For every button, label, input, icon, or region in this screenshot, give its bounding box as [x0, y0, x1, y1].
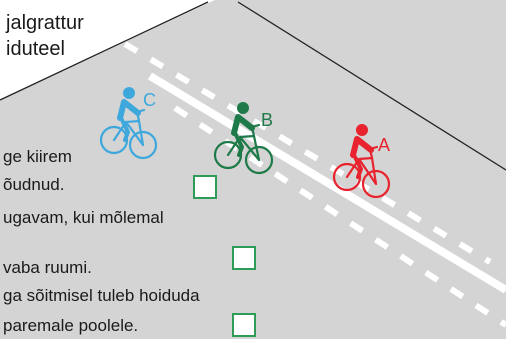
statement-3-line-1: ga sõitmisel tuleb hoiduda: [3, 286, 200, 305]
statement-1-line-1: ge kiirem: [3, 147, 72, 166]
lane-dash-left: [123, 41, 492, 265]
cyclist-a-label: A: [378, 135, 391, 155]
statement-3-checkbox[interactable]: [232, 313, 256, 337]
cyclist-b-label: B: [261, 110, 274, 130]
cyclist-a-figure: [332, 124, 391, 199]
cyclist-c-label: C: [143, 90, 156, 110]
statement-1-checkbox[interactable]: [193, 175, 217, 199]
cyclist-c-figure: [99, 87, 158, 160]
cyclist-b-figure: [213, 102, 274, 175]
statement-2-line-1: ugavam, kui mõlemal: [3, 208, 164, 227]
title-line-2: iduteel: [6, 38, 65, 60]
statement-2-checkbox[interactable]: [232, 246, 256, 270]
title-line-1: jalgrattur: [6, 12, 84, 34]
road-edge-left: [0, 1, 209, 101]
statement-2-line-2: vaba ruumi.: [3, 258, 92, 277]
statement-3-line-2: paremale poolele.: [3, 316, 139, 335]
center-line: [147, 72, 506, 294]
lane-dash-right: [173, 105, 506, 328]
road-edge-right: [237, 1, 506, 171]
statement-1-line-2: õudnud.: [3, 175, 65, 194]
